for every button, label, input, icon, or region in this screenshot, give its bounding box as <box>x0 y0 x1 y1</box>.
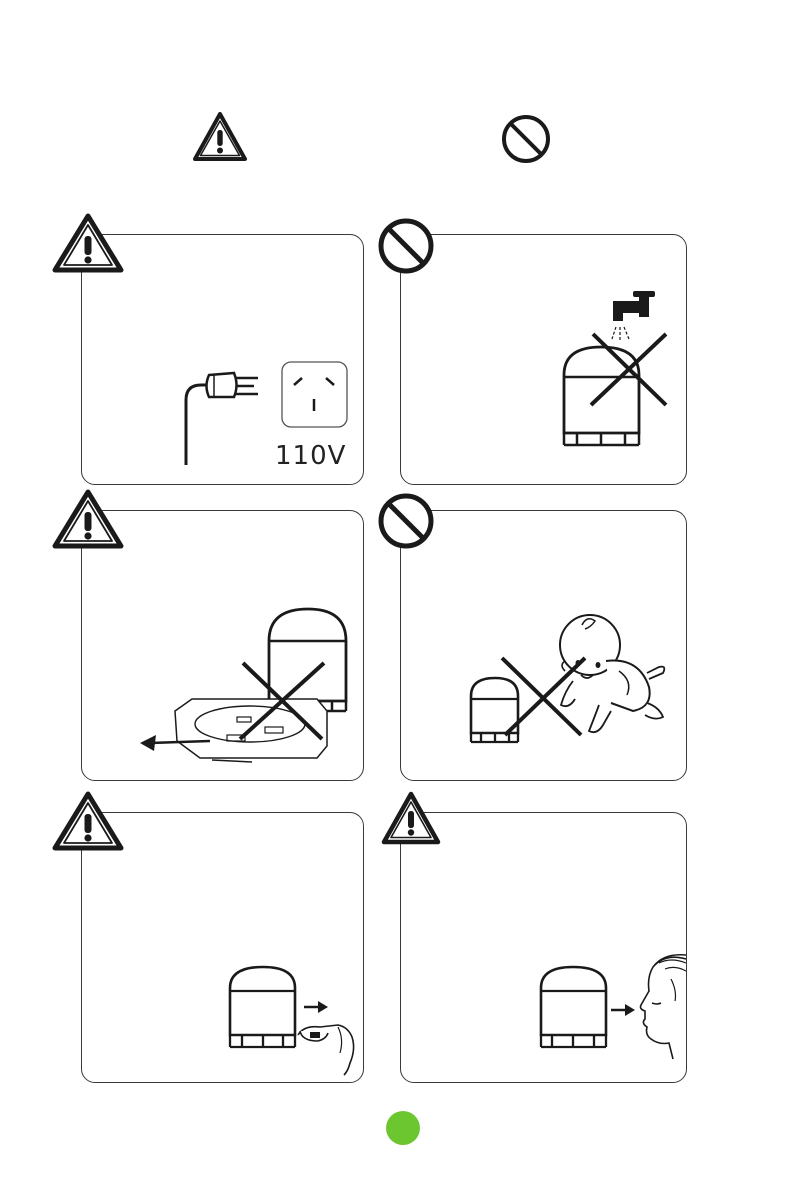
panel-device-face <box>400 812 687 1083</box>
panel-no-water <box>400 234 687 485</box>
warning-icon <box>51 212 125 274</box>
panel-device-hand <box>81 812 364 1083</box>
prohibited-icon <box>377 492 435 550</box>
base-removal-illustration <box>82 511 363 780</box>
device-hand-illustration <box>82 813 363 1082</box>
legend-warning-icon <box>191 110 249 164</box>
child-illustration <box>401 511 686 780</box>
legend-prohibited-icon <box>500 113 552 165</box>
warning-icon <box>51 488 125 550</box>
prohibited-icon <box>377 217 435 275</box>
voltage-label: 110V <box>275 441 346 471</box>
water-tap-illustration <box>401 235 686 484</box>
panel-keep-from-children <box>400 510 687 781</box>
warning-icon <box>380 790 442 846</box>
warning-icon <box>51 790 125 852</box>
device-face-illustration <box>401 813 686 1082</box>
page-marker-dot <box>386 1111 420 1145</box>
panel-base-removal <box>81 510 364 781</box>
